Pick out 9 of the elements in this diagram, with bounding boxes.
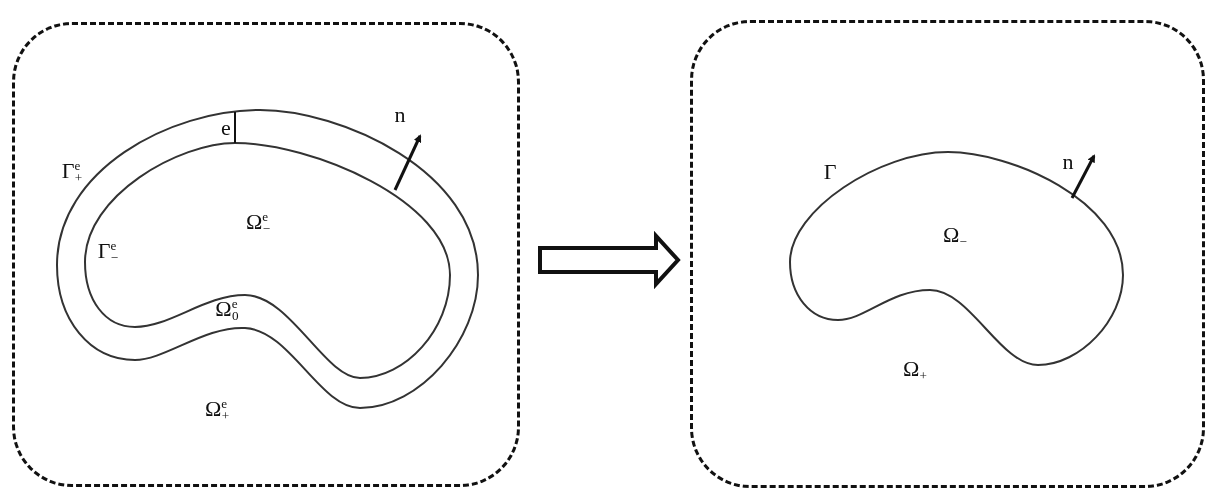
hollow-arrow bbox=[538, 230, 681, 290]
symbol-label: Ω$_{−}$ bbox=[943, 223, 967, 249]
dashed-frame bbox=[12, 22, 520, 487]
dashed-frame bbox=[690, 20, 1205, 488]
symbol-label: Ω$_{+}$ bbox=[903, 357, 927, 383]
symbol-label: n bbox=[394, 104, 406, 126]
symbol-label: n bbox=[1062, 151, 1074, 173]
symbol-label: Γ bbox=[823, 161, 837, 183]
symbol-label: e bbox=[221, 117, 231, 139]
